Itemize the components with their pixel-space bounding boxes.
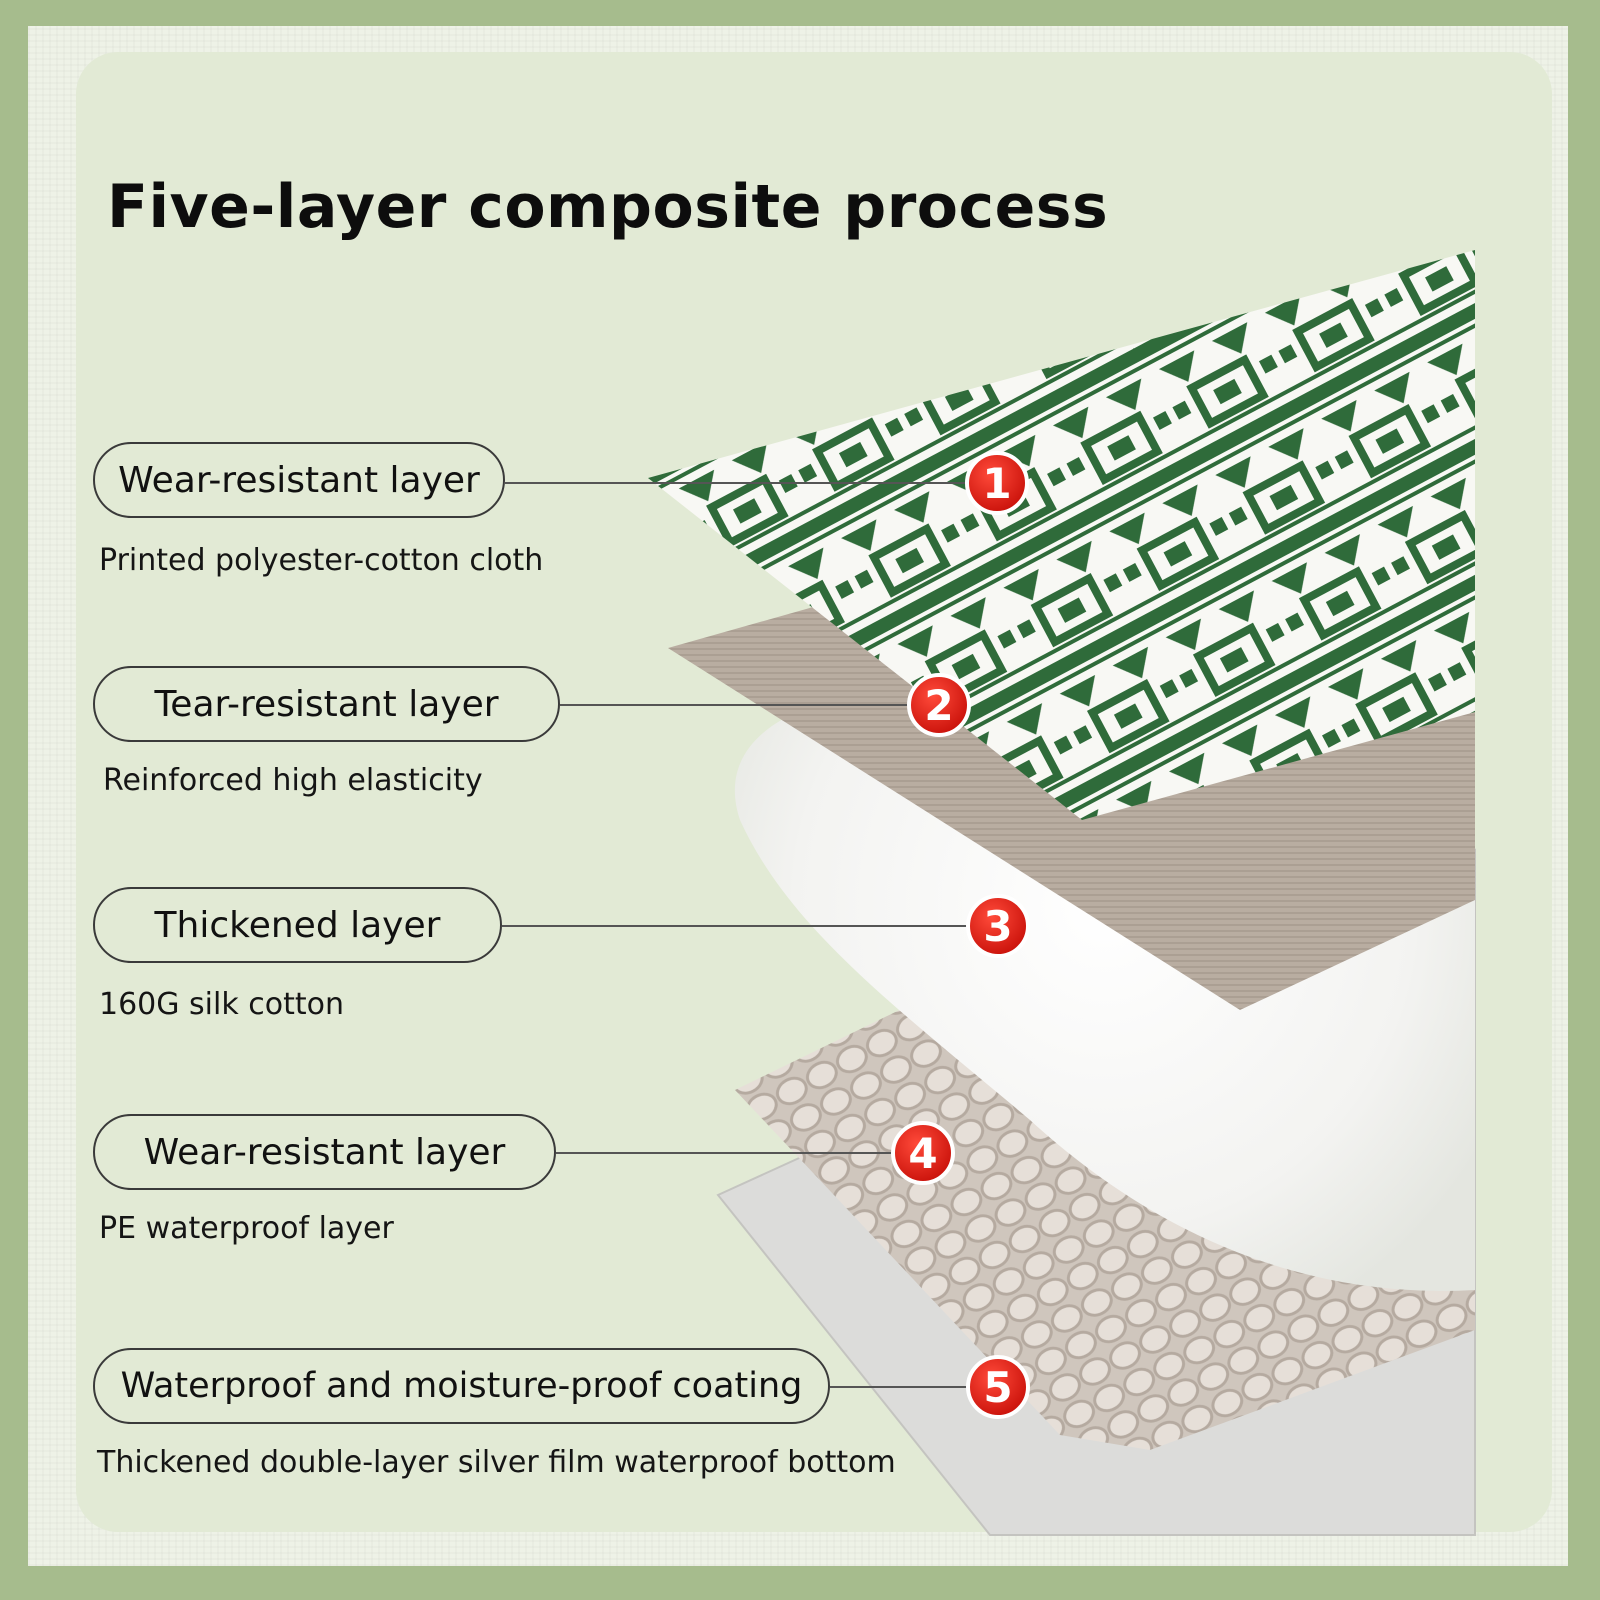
svg-text:4: 4	[908, 1129, 937, 1178]
layer-3-description: 160G silk cotton	[99, 987, 344, 1022]
badge-1: 1	[965, 451, 1029, 515]
layer-2-description: Reinforced high elasticity	[103, 763, 483, 798]
layer-1-description: Printed polyester-cotton cloth	[99, 543, 544, 578]
svg-text:1: 1	[982, 459, 1011, 508]
svg-text:5: 5	[983, 1363, 1012, 1412]
page-title: Five-layer composite process	[107, 172, 1109, 242]
layer-5-label: Waterproof and moisture-proof coating	[93, 1348, 830, 1424]
layer-1-label: Wear-resistant layer	[93, 442, 505, 518]
badge-5: 5	[966, 1355, 1030, 1419]
layer-3-label: Thickened layer	[93, 887, 502, 963]
svg-text:3: 3	[983, 902, 1012, 951]
layer-2-label: Tear-resistant layer	[93, 666, 560, 742]
badge-2: 2	[907, 673, 971, 737]
badge-4: 4	[891, 1121, 955, 1185]
layer-4-label: Wear-resistant layer	[93, 1114, 556, 1190]
svg-text:2: 2	[924, 681, 953, 730]
layer-4-description: PE waterproof layer	[99, 1211, 394, 1246]
layer-5-description: Thickened double-layer silver film water…	[97, 1445, 896, 1480]
layer-1-print	[648, 250, 1475, 820]
badge-3: 3	[966, 894, 1030, 958]
